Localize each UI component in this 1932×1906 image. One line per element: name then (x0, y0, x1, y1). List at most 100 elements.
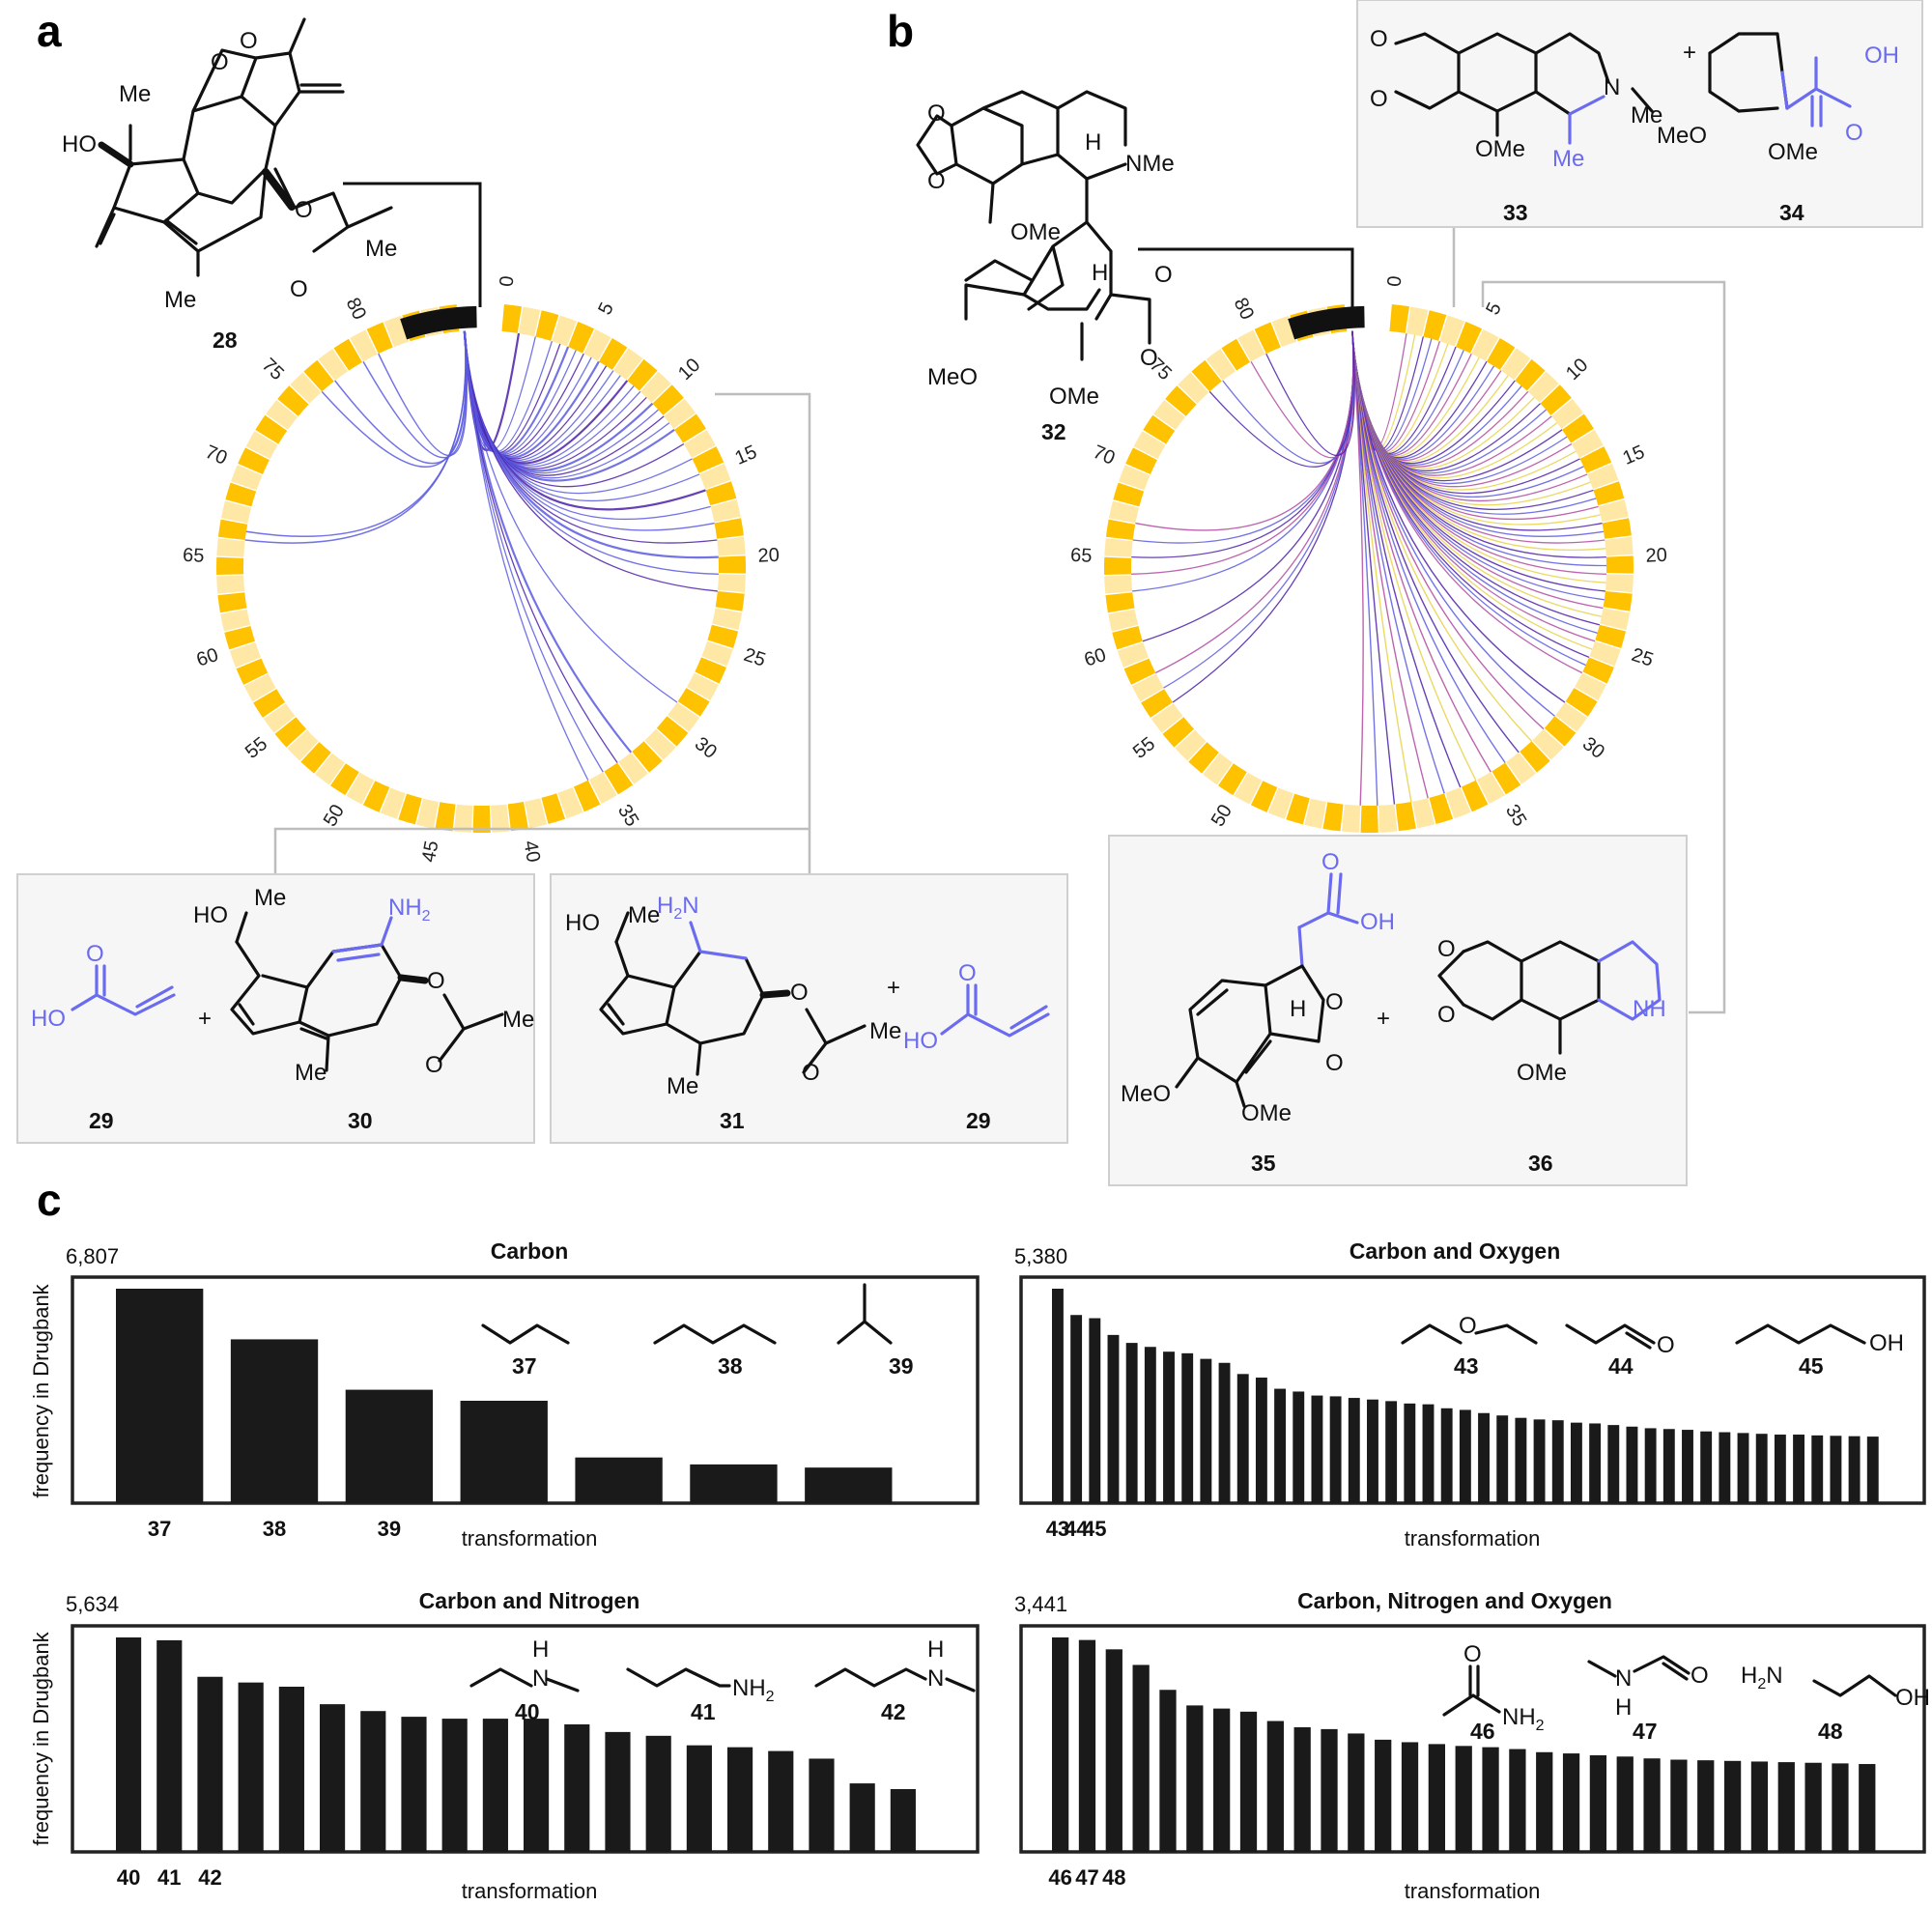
structure-47-h: H (1615, 1694, 1632, 1721)
circos-segment (701, 640, 733, 667)
m31-o-acyl: O (802, 1060, 820, 1086)
bar (686, 1745, 712, 1852)
circos-segment (687, 672, 719, 700)
circos-segment (1188, 742, 1219, 774)
bar (1293, 1726, 1311, 1852)
bar (1682, 1430, 1693, 1503)
circos-tick-label: 50 (1208, 801, 1236, 830)
circos-segment (717, 574, 746, 593)
circos-segment (330, 763, 359, 796)
bar (1551, 1420, 1564, 1503)
box-33-34 (1356, 0, 1923, 228)
ymax-label: 6,807 (66, 1244, 119, 1268)
bar (1200, 1358, 1212, 1503)
circos-segment (1455, 322, 1483, 354)
bar (278, 1686, 304, 1852)
compound-label-30: 30 (348, 1108, 373, 1133)
circos-tick-label: 45 (418, 839, 443, 864)
structure-47-n: N (1615, 1665, 1632, 1692)
molecule-34: MeO OMe OH O 34 (1657, 32, 1899, 225)
circos-tick-label: 50 (320, 801, 349, 830)
m28-o-ester: O (295, 197, 313, 223)
circos-tick-label: 65 (1070, 545, 1093, 567)
circos-segment (1131, 673, 1164, 702)
circos-segment (1555, 701, 1588, 732)
circos-segment (1105, 592, 1135, 613)
panel-letter-b: b (887, 6, 914, 56)
m31-ho: HO (565, 910, 600, 936)
bar (727, 1747, 753, 1852)
circos-segment (1206, 349, 1236, 382)
bar (1459, 1409, 1471, 1503)
molecule-33: O O N Me OMe Me 33 (1370, 26, 1662, 225)
circos-segment (632, 741, 663, 773)
circos-segment (507, 802, 528, 832)
x-axis-label: transformation (1405, 1526, 1541, 1550)
structure-43-o: O (1459, 1313, 1477, 1339)
circos-segment (567, 322, 595, 354)
circos-segment (245, 431, 278, 460)
circos-segment (277, 385, 309, 416)
circos-segment (712, 608, 743, 631)
bar (482, 1719, 508, 1852)
circos-segment (263, 703, 296, 733)
bar (1478, 1412, 1490, 1503)
circos-segment (501, 304, 523, 333)
circos-segment (453, 804, 473, 833)
circos-segment (1582, 657, 1614, 684)
bar (1509, 1749, 1526, 1852)
bar (1750, 1761, 1769, 1852)
circos-segment (1587, 463, 1619, 490)
circos-segment (229, 641, 262, 668)
bar (460, 1401, 548, 1503)
bar (890, 1788, 916, 1852)
circos-segment (1286, 793, 1310, 825)
bar (1774, 1435, 1786, 1503)
bar (1105, 1649, 1122, 1852)
circos-segment (1341, 804, 1361, 833)
bar (1589, 1423, 1602, 1503)
bar (768, 1750, 794, 1852)
bar (1239, 1711, 1258, 1852)
circos-tick-label: 5 (594, 299, 618, 319)
bar (1107, 1334, 1120, 1503)
circos-segment (1322, 802, 1344, 832)
circos-segment (588, 772, 617, 804)
circos-segment (1105, 519, 1136, 541)
circos-segment (652, 384, 684, 415)
circos-segment (1165, 385, 1197, 416)
circos-segment (333, 338, 363, 371)
circos-segment (644, 728, 676, 760)
bar-label: 37 (148, 1517, 171, 1541)
circos-segment (216, 575, 245, 594)
circos-segment (1153, 400, 1185, 430)
structure-42: H N 42 (814, 1636, 976, 1724)
structure-46-nh2: NH2 (1502, 1704, 1545, 1734)
bar (1329, 1396, 1342, 1503)
circos-tick-label: 35 (1501, 801, 1530, 830)
bar-label: 40 (117, 1865, 140, 1890)
bar (156, 1639, 183, 1852)
structure-40: H N 40 (469, 1636, 580, 1724)
structure-41: NH2 41 (626, 1667, 775, 1724)
molecule-29-b: O HO 29 (903, 960, 1050, 1133)
m32-meo: MeO (927, 364, 978, 390)
circos-tick-label: 20 (1645, 545, 1667, 567)
circos-segment (618, 752, 648, 784)
circos-segment (366, 322, 393, 355)
bar (1700, 1431, 1713, 1503)
circos-segment (573, 780, 601, 812)
bar (1070, 1315, 1083, 1503)
circos-tick-label: 40 (519, 839, 544, 864)
circos-link (1135, 330, 1354, 531)
circos-segment (1412, 798, 1435, 829)
m35-o-ring: O (1325, 989, 1344, 1015)
circos-segment (303, 359, 334, 392)
circos-segment (1133, 431, 1166, 460)
circos-link (245, 330, 467, 538)
m33-n: N (1604, 74, 1620, 100)
m33-me: Me (1631, 102, 1662, 128)
